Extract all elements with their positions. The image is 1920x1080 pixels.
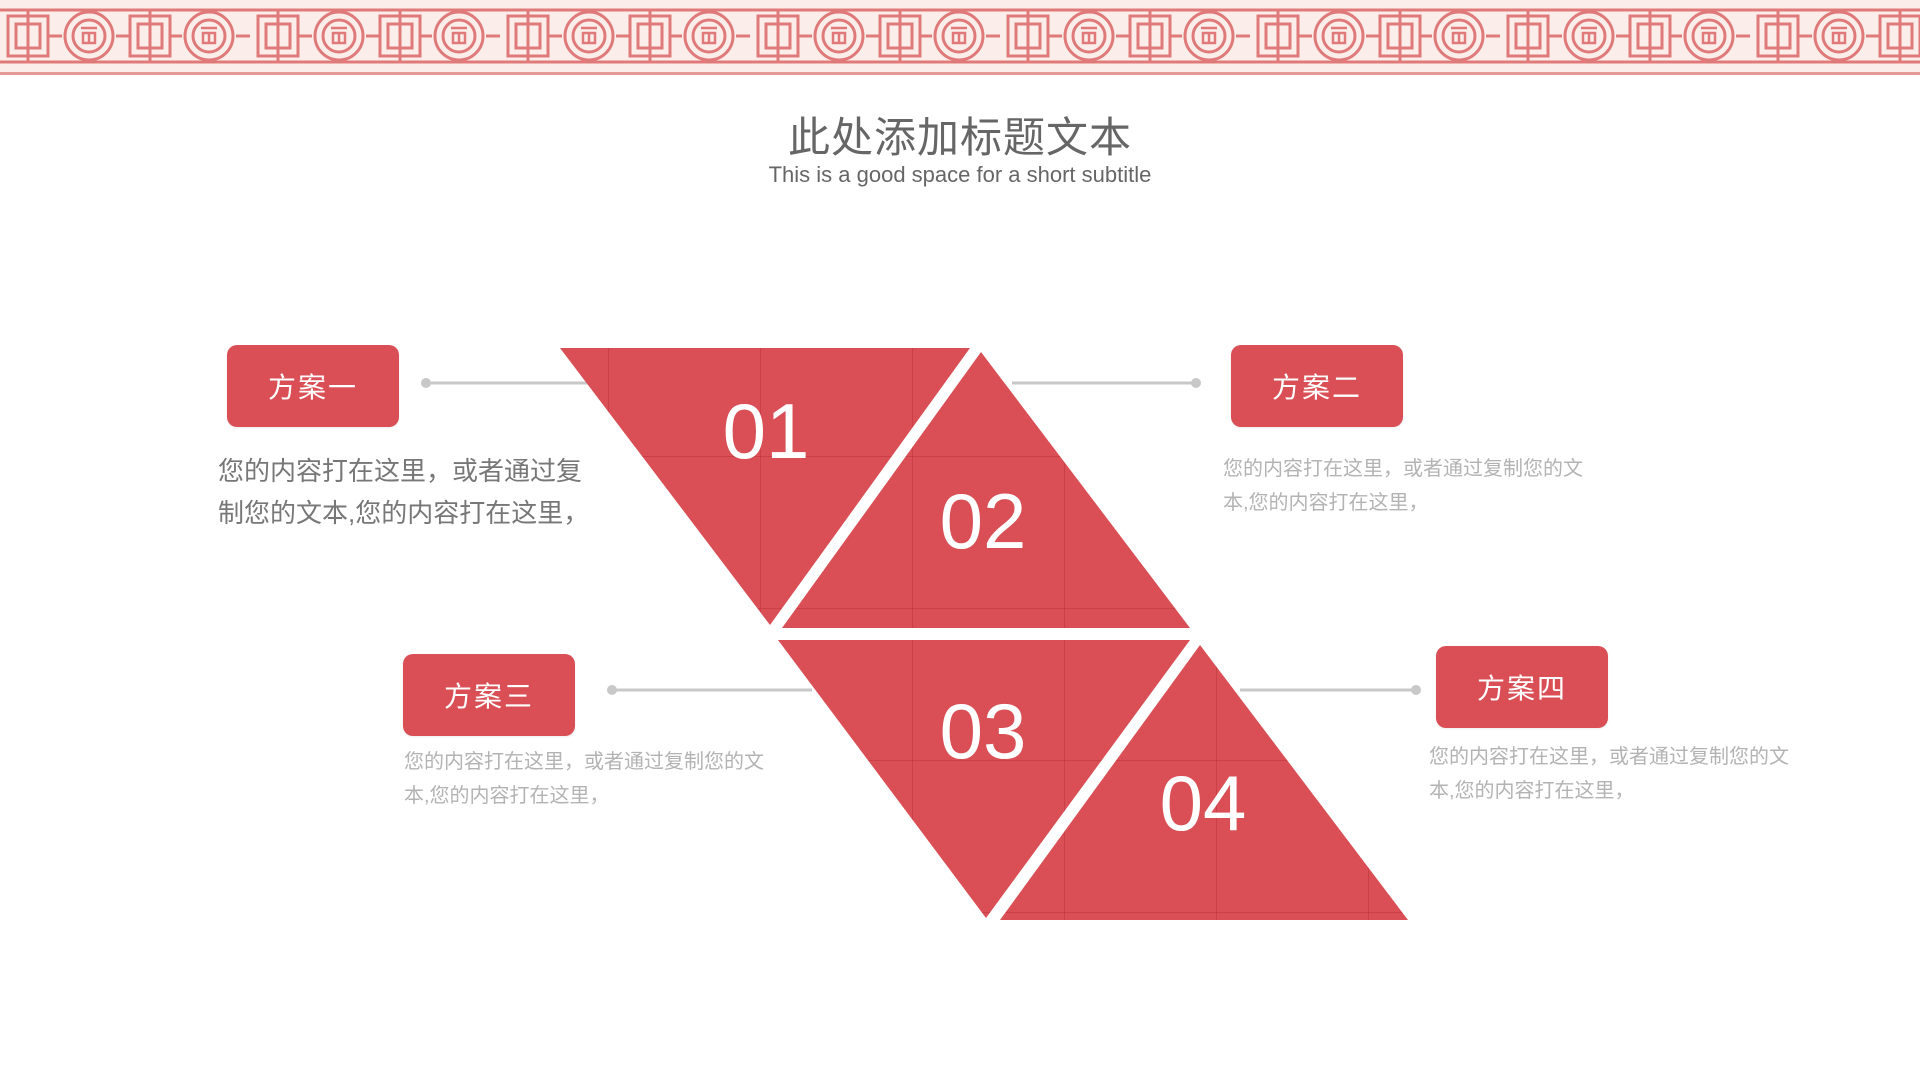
connector-line-1: [421, 378, 590, 388]
label-step-4-text: 方案四: [1476, 673, 1567, 704]
slide-subtitle: This is a good space for a short subtitl…: [768, 162, 1152, 187]
description-step-1-line2: 制您的文本,您的内容打在这里，: [218, 498, 590, 528]
slide-title: 此处添加标题文本: [787, 114, 1132, 161]
description-step-4: 您的内容打在这里，或者通过复制您的文 本,您的内容打在这里，: [1429, 740, 1789, 808]
description-step-2-line1: 您的内容打在这里，或者通过复制您的文: [1223, 458, 1583, 480]
step-number-04: 04: [1160, 759, 1247, 847]
triangle-03: [778, 640, 1190, 918]
description-step-4-line2: 本,您的内容打在这里，: [1429, 780, 1635, 802]
triangle-02: [782, 352, 1190, 628]
lattice-pattern: [0, 0, 1920, 72]
label-step-2-text: 方案二: [1271, 372, 1362, 403]
label-step-2: 方案二: [1231, 345, 1403, 427]
label-step-1: 方案一: [227, 345, 399, 427]
label-step-1-text: 方案一: [267, 372, 358, 403]
connector-line-2: [1012, 378, 1201, 388]
description-step-2: 您的内容打在这里，或者通过复制您的文 本,您的内容打在这里，: [1223, 452, 1583, 520]
connector-line-4: [1240, 685, 1421, 695]
connector-line-3: [607, 685, 812, 695]
label-step-3-text: 方案三: [443, 681, 534, 712]
step-number-02: 02: [940, 477, 1027, 565]
step-number-01: 01: [723, 387, 810, 475]
label-step-3: 方案三: [403, 654, 575, 736]
description-step-1-line1: 您的内容打在这里，或者通过复: [218, 456, 583, 486]
description-step-3-line1: 您的内容打在这里，或者通过复制您的文: [404, 751, 764, 773]
description-step-3: 您的内容打在这里，或者通过复制您的文 本,您的内容打在这里，: [404, 745, 764, 813]
triangle-04: [1000, 645, 1408, 920]
label-step-4: 方案四: [1436, 646, 1608, 728]
step-number-03: 03: [940, 687, 1027, 775]
description-step-4-line1: 您的内容打在这里，或者通过复制您的文: [1429, 746, 1789, 768]
decorative-lattice-border: [0, 0, 1920, 75]
description-step-1: 您的内容打在这里，或者通过复 制您的文本,您的内容打在这里，: [218, 450, 589, 534]
triangle-01: [560, 348, 970, 625]
description-step-3-line2: 本,您的内容打在这里，: [404, 785, 610, 807]
description-step-2-line2: 本,您的内容打在这里，: [1223, 492, 1429, 514]
